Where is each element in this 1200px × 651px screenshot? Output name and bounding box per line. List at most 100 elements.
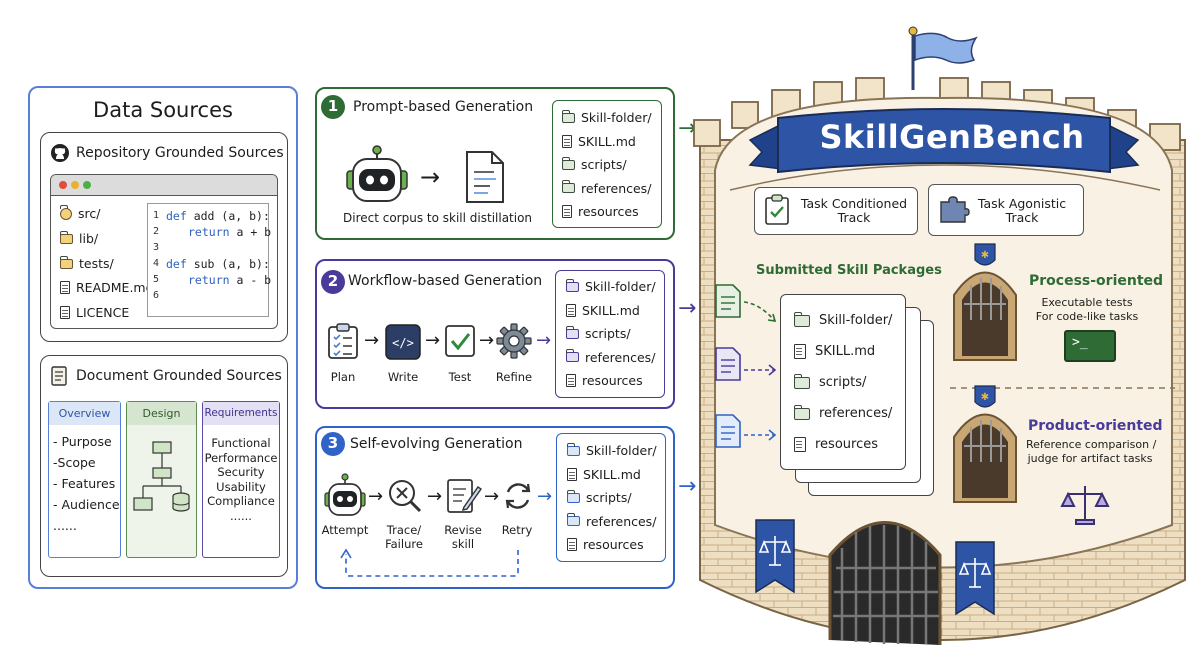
code-keyword: def	[166, 257, 187, 271]
requirement-item: ......	[230, 508, 252, 523]
requirement-item: Security	[217, 465, 265, 479]
output-file-item: resources	[566, 373, 643, 388]
repo-file-item: tests/	[59, 255, 114, 271]
repo-file-item: lib/	[59, 230, 99, 246]
doc-col-overview-label: Overview	[58, 407, 111, 420]
puzzle-icon	[940, 196, 970, 223]
output-file-label: SKILL.md	[582, 302, 640, 318]
code-line-number: 5	[153, 274, 160, 285]
doc-col-requirements-header	[203, 402, 279, 425]
window-max-dot	[83, 181, 91, 189]
terminal-prompt: >_	[1072, 335, 1088, 350]
terminal-icon	[1064, 330, 1116, 362]
arrow-right-icon: →	[364, 330, 380, 351]
code-line-number: 6	[153, 290, 160, 301]
output-file-label: resources	[578, 204, 639, 219]
arrow-right-icon: →	[537, 486, 553, 507]
code-editor-icon: </>	[385, 324, 421, 360]
overview-item: - Purpose	[53, 434, 112, 449]
folder-icon	[566, 489, 580, 503]
step-label: Test	[448, 370, 472, 384]
file-icon	[567, 538, 577, 551]
output-file-label: references/	[581, 180, 652, 196]
code-line: def add (a, b):	[166, 209, 270, 223]
step-label: Attempt	[321, 523, 369, 537]
revise-pencil-icon	[447, 479, 482, 513]
step-label: Plan	[330, 370, 356, 384]
output-file-label: SKILL.md	[578, 133, 636, 149]
arrow-right-icon: →	[536, 330, 552, 351]
data-sources-title: Data Sources	[93, 98, 233, 122]
repo-file-label: lib/	[79, 231, 99, 246]
code-line-number: 4	[153, 258, 160, 269]
folder-icon	[566, 442, 580, 456]
step-label: Write	[387, 370, 419, 384]
method-2-number: 2	[327, 272, 339, 290]
robot-icon	[324, 473, 366, 516]
file-icon	[567, 467, 577, 481]
folder-icon	[59, 230, 73, 244]
code-keyword: return	[188, 273, 230, 287]
doc-col-overview-header	[49, 402, 120, 425]
magnifier-x-icon	[389, 480, 422, 513]
requirement-item: Usability	[216, 479, 266, 494]
folder-icon	[793, 404, 810, 420]
method-2-badge	[321, 270, 345, 294]
output-file-item: references/	[566, 513, 657, 529]
step-label: Trace/ Failure	[385, 523, 423, 551]
package-file-label: SKILL.md	[815, 344, 876, 359]
step-label: Retry	[501, 523, 533, 537]
flowchart-icon	[133, 441, 190, 512]
file-icon	[794, 344, 806, 359]
output-file-item: Skill-folder/	[561, 109, 652, 125]
output-file-label: references/	[586, 513, 657, 529]
overview-item: - Features	[53, 476, 116, 491]
method-3-number: 3	[327, 434, 339, 452]
package-file-item: SKILL.md	[794, 344, 875, 359]
overview-item: - Audience	[53, 497, 120, 512]
doc-col-requirements-label: Requirements	[204, 407, 278, 419]
folder-icon	[561, 109, 575, 123]
process-title: Process-oriented	[1029, 273, 1164, 289]
method-3-badge	[321, 432, 345, 456]
repo-file-label: README.md	[76, 280, 154, 295]
output-file-label: Skill-folder/	[581, 110, 652, 125]
output-file-label: scripts/	[581, 157, 627, 172]
output-file-item: references/	[565, 349, 655, 365]
output-file-item: scripts/	[566, 489, 632, 505]
code-line: def sub (a, b):	[166, 257, 270, 271]
code-text: add (a, b):	[186, 209, 270, 223]
code-line-number: 1	[153, 210, 160, 221]
folder-icon	[565, 325, 579, 339]
purple-doc-icon	[715, 347, 741, 381]
code-text: a - b	[229, 273, 272, 287]
arrow-right-icon: →	[484, 486, 500, 507]
step-label: Refine	[495, 370, 533, 384]
track-task-agonistic-label: Task Agonistic Track	[977, 196, 1067, 225]
method-1-number: 1	[327, 97, 339, 115]
output-file-label: Skill-folder/	[586, 443, 657, 458]
code-line: return a + b	[188, 225, 271, 239]
file-icon	[566, 374, 576, 387]
file-icon	[562, 205, 572, 218]
doc-sources-title: Document Grounded Sources	[76, 368, 282, 384]
repo-file-item: LICENCE	[60, 305, 129, 320]
overview-item: ......	[53, 518, 77, 533]
castle-illustration: ✱ ✱	[693, 26, 1186, 645]
connector-arrow-1: →	[678, 116, 697, 141]
doc-col-overview	[48, 401, 121, 558]
code-line: return a - b	[188, 273, 271, 287]
folder-icon	[59, 204, 72, 220]
connector-arrow-2: →	[678, 296, 697, 321]
svg-text:✱: ✱	[981, 392, 989, 403]
github-icon	[51, 144, 69, 162]
method-1-title: Prompt-based Generation	[353, 99, 534, 115]
output-file-label: scripts/	[586, 490, 632, 505]
arrow-right-icon: →	[420, 163, 441, 191]
folder-icon	[565, 278, 579, 292]
doc-col-design-header	[127, 402, 196, 425]
package-file-item: resources	[794, 437, 878, 452]
folder-icon	[793, 373, 810, 389]
method-3-title: Self-evolving Generation	[350, 436, 523, 452]
code-text: sub (a, b):	[186, 257, 270, 271]
